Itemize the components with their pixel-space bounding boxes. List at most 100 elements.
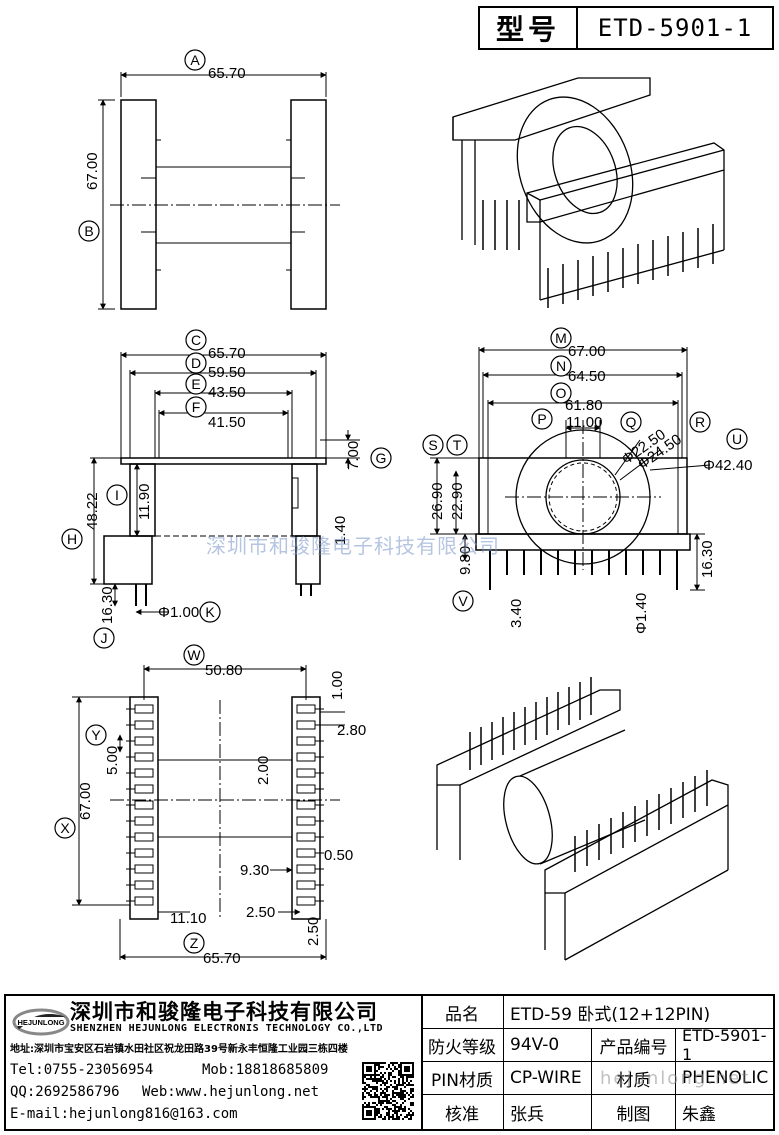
svg-text:V: V xyxy=(458,593,468,609)
pin-pad xyxy=(296,848,316,858)
product-name-label: 品名 xyxy=(445,1004,479,1025)
ref-letter-I: I xyxy=(106,484,128,506)
dim-X: 67.00 xyxy=(77,782,94,820)
svg-text:H: H xyxy=(67,531,77,547)
dim-O: 61.80 xyxy=(565,397,603,414)
check-label: 核准 xyxy=(445,1104,479,1125)
ref-letter-G: G xyxy=(370,447,392,469)
dim-E: 43.50 xyxy=(208,384,246,401)
ref-letter-F: F xyxy=(185,396,207,418)
front-view xyxy=(90,352,360,615)
ref-letter-V: V xyxy=(452,590,474,612)
ref-letter-Q: Q xyxy=(620,411,642,433)
dim-X2: 9.30 xyxy=(240,862,269,879)
svg-text:C: C xyxy=(191,332,201,348)
company-logo-icon: HEJUNLONG xyxy=(12,1008,70,1036)
footer-table: HEJUNLONG 深圳市和骏隆电子科技有限公司 SHENZHEN HEJUNL… xyxy=(4,994,775,1131)
ref-letter-S: S xyxy=(422,434,444,456)
ref-letter-T: T xyxy=(446,434,468,456)
dim-B: 67.00 xyxy=(84,152,101,190)
pin-pad xyxy=(134,816,154,826)
dim-S: 26.90 xyxy=(429,482,446,520)
dim-U: Φ42.40 xyxy=(703,457,753,474)
svg-text:T: T xyxy=(453,437,462,453)
svg-text:I: I xyxy=(115,487,119,503)
ref-letter-J: J xyxy=(93,627,115,649)
ref-letter-E: E xyxy=(185,373,207,395)
company-tel: Tel:0755-23056954 xyxy=(10,1062,154,1078)
pin-pad xyxy=(296,896,316,906)
company-info: HEJUNLONG 深圳市和骏隆电子科技有限公司 SHENZHEN HEJUNL… xyxy=(6,996,423,1129)
dim-X3: 0.50 xyxy=(324,847,353,864)
dim-Y2: 2.00 xyxy=(255,756,272,785)
ref-letter-D: D xyxy=(185,352,207,374)
svg-text:B: B xyxy=(84,223,93,239)
ref-letter-B: B xyxy=(78,220,100,242)
svg-text:X: X xyxy=(60,820,70,836)
svg-text:Q: Q xyxy=(626,414,637,430)
svg-text:E: E xyxy=(191,376,200,392)
iso-view-top xyxy=(452,77,725,308)
svg-text:F: F xyxy=(192,399,201,415)
dim-W2: 1.00 xyxy=(329,671,346,700)
pin-pad xyxy=(296,816,316,826)
dim-K2: 1.40 xyxy=(332,516,349,545)
pin-pad xyxy=(296,736,316,746)
dim-G: 7.00 xyxy=(345,441,362,470)
dim-J: 16.30 xyxy=(99,586,116,624)
dim-V: 9.80 xyxy=(457,546,474,575)
svg-text:Y: Y xyxy=(91,727,101,743)
model-label: 型号 xyxy=(480,8,578,48)
pin-pad xyxy=(296,752,316,762)
dim-V2: 3.40 xyxy=(508,599,525,628)
dim-N: 64.50 xyxy=(568,368,606,385)
ref-letter-Y: Y xyxy=(85,724,107,746)
ref-letter-N: N xyxy=(550,355,572,377)
dim-M: 67.00 xyxy=(568,343,606,360)
pin-pad xyxy=(296,832,316,842)
svg-text:W: W xyxy=(187,647,201,663)
pin-pad xyxy=(296,784,316,794)
pin-pad xyxy=(134,880,154,890)
company-name-en: SHENZHEN HEJUNLONG ELECTRONIS TECHNOLOGY… xyxy=(70,1023,383,1034)
bottom-view xyxy=(72,665,345,960)
svg-text:K: K xyxy=(205,604,215,620)
pin-pad xyxy=(296,864,316,874)
pin-pad xyxy=(296,768,316,778)
ref-letter-H: H xyxy=(61,528,83,550)
top-view xyxy=(98,72,340,310)
dim-F: 41.50 xyxy=(208,414,246,431)
svg-text:O: O xyxy=(556,385,567,401)
pin-pad xyxy=(134,848,154,858)
company-address: 地址:深圳市宝安区石岩镇水田社区祝龙田路39号新永丰恒隆工业园三栋四楼 xyxy=(10,1044,348,1055)
material-label: 材质 xyxy=(591,1062,675,1094)
pin-pad xyxy=(296,720,316,730)
dim-Z: 65.70 xyxy=(203,950,241,967)
pin-pad xyxy=(134,752,154,762)
dim-Y: 5.00 xyxy=(104,746,121,775)
dim-Z4: 2.50 xyxy=(305,917,322,946)
pin-pad xyxy=(134,896,154,906)
pin-pad xyxy=(134,832,154,842)
company-qq: QQ:2692586796 xyxy=(10,1084,120,1100)
pin-value: CP-WIRE xyxy=(503,1062,591,1094)
ref-letter-O: O xyxy=(550,382,572,404)
dim-W3: 2.80 xyxy=(337,722,366,739)
model-number: ETD-5901-1 xyxy=(597,14,753,42)
dim-Z2: 11.10 xyxy=(170,910,206,927)
side-view xyxy=(430,347,711,591)
company-name-cn: 深圳市和骏隆电子科技有限公司 xyxy=(70,999,378,1024)
svg-text:S: S xyxy=(428,437,437,453)
pin-pad xyxy=(134,784,154,794)
flame-label: 防火等级 xyxy=(428,1037,496,1058)
ref-letter-R: R xyxy=(689,411,711,433)
qr-code-icon xyxy=(362,1062,414,1120)
check-value: 张兵 xyxy=(503,1095,591,1129)
ref-letter-P: P xyxy=(531,408,553,430)
iso-view-bottom xyxy=(436,677,729,961)
svg-text:A: A xyxy=(190,52,200,68)
pin-pad xyxy=(134,768,154,778)
watermark-center: 深圳市和骏隆电子科技有限公司 xyxy=(206,534,500,558)
svg-text:M: M xyxy=(555,330,567,346)
dim-I: 11.90 xyxy=(136,484,153,520)
